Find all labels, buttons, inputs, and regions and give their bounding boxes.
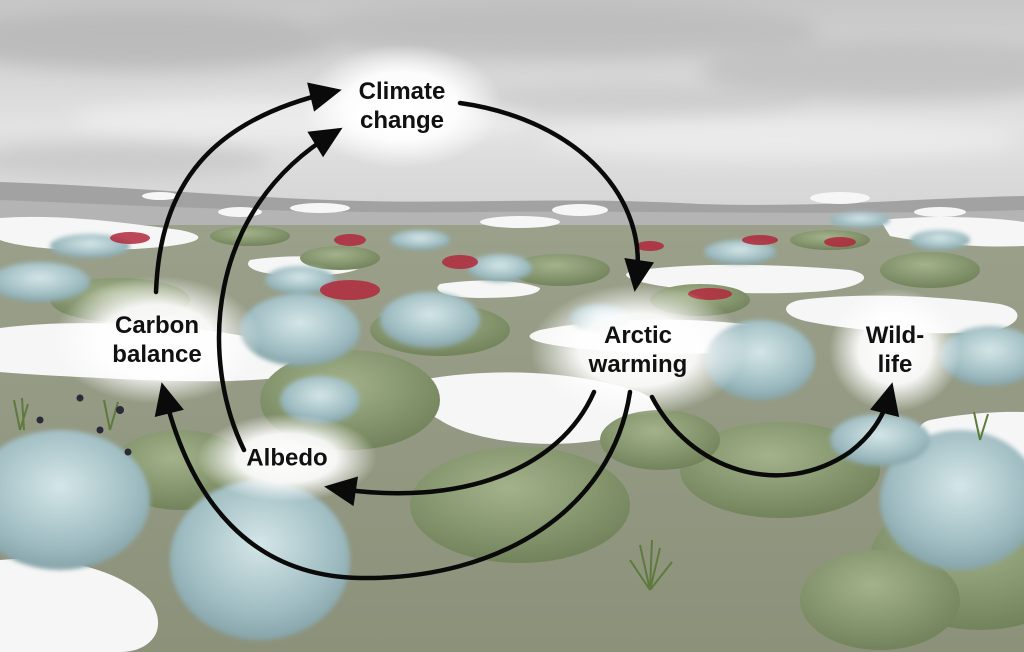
- label-wildlife: Wild- life: [865, 322, 925, 378]
- arrow-albedo-to-climate-change: [216, 130, 337, 453]
- arrowhead-arctic-warming-to-albedo: [324, 476, 359, 507]
- label-albedo: Albedo: [246, 444, 328, 472]
- arrow-carbon-balance-to-climate-change: [153, 89, 335, 295]
- arrow-arctic-warming-to-wildlife: [649, 389, 893, 478]
- arrowhead-arctic-warming-to-carbon-balance: [154, 382, 184, 417]
- arrow-arctic-warming-to-carbon-balance: [161, 389, 633, 581]
- arrow-climate-change-to-arctic-warming: [457, 100, 640, 285]
- arrowhead-albedo-to-climate-change: [307, 127, 343, 158]
- feedback-arrows: [153, 82, 900, 581]
- label-climate-change: Climate change: [358, 78, 446, 134]
- label-glows: [53, 44, 961, 502]
- arrowhead-climate-change-to-arctic-warming: [624, 258, 655, 292]
- arrow-arctic-warming-to-albedo: [331, 389, 597, 496]
- label-carbon-balance: Carbon balance: [112, 312, 202, 368]
- arrowhead-carbon-balance-to-climate-change: [307, 82, 342, 112]
- label-arctic-warming: Arctic warming: [588, 322, 688, 378]
- arrowhead-arctic-warming-to-wildlife: [870, 382, 900, 418]
